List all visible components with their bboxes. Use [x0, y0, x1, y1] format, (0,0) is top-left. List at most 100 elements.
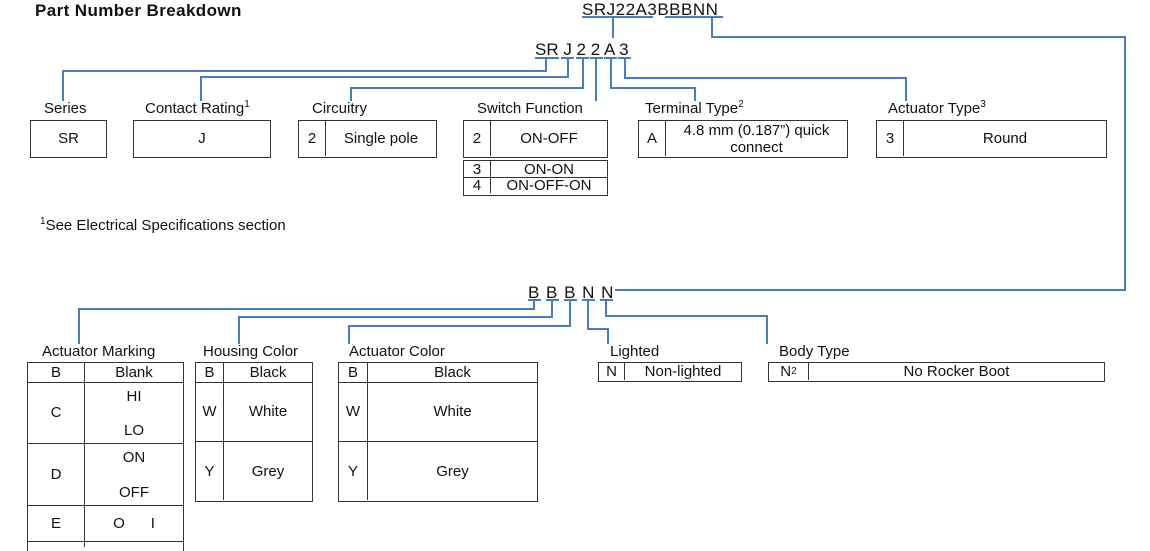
connector-segment: [587, 301, 589, 330]
code-text: N: [780, 363, 792, 380]
connector-segment: [604, 57, 617, 59]
label-lighted-text: Lighted: [610, 343, 660, 360]
connector-segment: [582, 299, 595, 301]
code-cell: 4: [464, 177, 491, 194]
label-actuator-marking-text: Actuator Marking: [42, 343, 156, 360]
table-row: B Black: [339, 363, 537, 382]
connector-segment: [348, 325, 350, 344]
code-cell: B: [28, 363, 85, 382]
value-cell: J: [198, 130, 206, 147]
table-row: 4 ON-OFF-ON: [464, 177, 607, 194]
connector-segment: [612, 18, 614, 38]
connector-segment: [618, 57, 631, 59]
label-housing-color-text: Housing Color: [203, 343, 299, 360]
value-cell: Black: [434, 363, 471, 381]
part-number-left-segment: SRJ22A3: [582, 0, 658, 19]
connector-segment: [533, 301, 535, 310]
page-title: Part Number Breakdown: [35, 1, 242, 20]
value-cell: Grey: [251, 462, 285, 480]
connector-segment: [582, 16, 653, 18]
connector-segment: [905, 77, 907, 101]
label-series-text: Series: [44, 100, 87, 117]
table-row: 3 ON-ON: [464, 161, 607, 178]
label-switch-function: Switch Function: [477, 100, 583, 117]
housing-color-table: B Black W White Y Grey: [195, 362, 313, 502]
footnote-text: See Electrical Specifications section: [45, 217, 286, 234]
value-cell: White: [433, 403, 472, 421]
table-row: W White: [196, 381, 312, 441]
footnote-sup: 1: [40, 216, 46, 227]
value-cell: Black: [249, 363, 287, 381]
footnote: 1See Electrical Specifications section: [40, 216, 286, 235]
value-cell: Round: [982, 130, 1028, 147]
connector-segment: [665, 16, 723, 18]
table-row: 2 Single pole: [299, 121, 436, 156]
footnote-marker-2: 2: [738, 99, 744, 110]
connector-segment: [62, 70, 547, 72]
connector-segment: [590, 57, 603, 59]
value-cell: SR: [58, 130, 79, 147]
label-body-type: Body Type: [779, 343, 850, 360]
connector-segment: [78, 308, 80, 344]
label-terminal-type: Terminal Type2: [645, 99, 744, 118]
connector-segment: [711, 18, 713, 38]
connector-segment: [567, 59, 569, 78]
code-cell: 3: [464, 161, 491, 178]
connector-segment: [551, 301, 553, 318]
connector-segment: [576, 57, 589, 59]
circuitry-table: 2 Single pole: [298, 120, 437, 158]
connector-segment: [535, 57, 559, 59]
code-cell: 2: [464, 121, 491, 156]
label-series: Series: [44, 100, 87, 117]
connector-segment: [610, 59, 612, 89]
connector-segment: [62, 70, 64, 101]
value-right: I: [150, 514, 155, 532]
table-row: 2 ON-OFF: [464, 121, 607, 156]
connector-segment: [766, 315, 768, 344]
label-body-type-text: Body Type: [779, 343, 850, 360]
value-cell: 4.8 mm (0.187”) quick connect: [683, 121, 830, 156]
connector-segment: [78, 308, 535, 310]
label-switch-function-text: Switch Function: [477, 100, 583, 117]
table-row: B Black: [196, 363, 312, 382]
value-top: ON: [122, 448, 146, 466]
connector-segment: [595, 59, 597, 101]
connector-segment: [600, 299, 613, 301]
label-lighted: Lighted: [610, 343, 659, 360]
connector-segment: [200, 76, 569, 78]
connector-segment: [350, 87, 352, 101]
switch-function-table-rows23: 3 ON-ON 4 ON-OFF-ON: [463, 160, 608, 196]
connector-segment: [561, 57, 574, 59]
code-cell: D: [28, 443, 85, 505]
value-cell: ON-OFF: [520, 130, 578, 147]
footnote-marker-1: 1: [244, 99, 250, 110]
code-cell: B: [339, 363, 368, 382]
part-number: SRJ22A3BBBNN: [582, 0, 718, 20]
lighted-table: N Non-lighted: [598, 362, 742, 382]
table-row: 3 Round: [877, 121, 1106, 156]
connector-segment: [607, 328, 609, 344]
connector-segment: [528, 299, 541, 301]
table-row: N Non-lighted: [599, 363, 741, 380]
value-cell: Grey: [436, 462, 469, 480]
connector-segment: [238, 316, 553, 318]
table-row-cutoff: [28, 542, 183, 547]
connector-segment: [545, 59, 547, 72]
code-cell: 3: [877, 121, 904, 156]
code-cell: 2: [299, 121, 326, 156]
value-bottom: LO: [123, 421, 144, 439]
part-number-top-expansion: SR J 2 2 A 3: [535, 40, 629, 59]
connector-segment: [582, 59, 584, 89]
connector-segment: [711, 36, 1126, 38]
value-left: O: [113, 514, 125, 532]
table-row: W White: [339, 381, 537, 441]
part-number-right-segment: BBBNN: [657, 0, 719, 19]
label-circuitry: Circuitry: [312, 100, 367, 117]
